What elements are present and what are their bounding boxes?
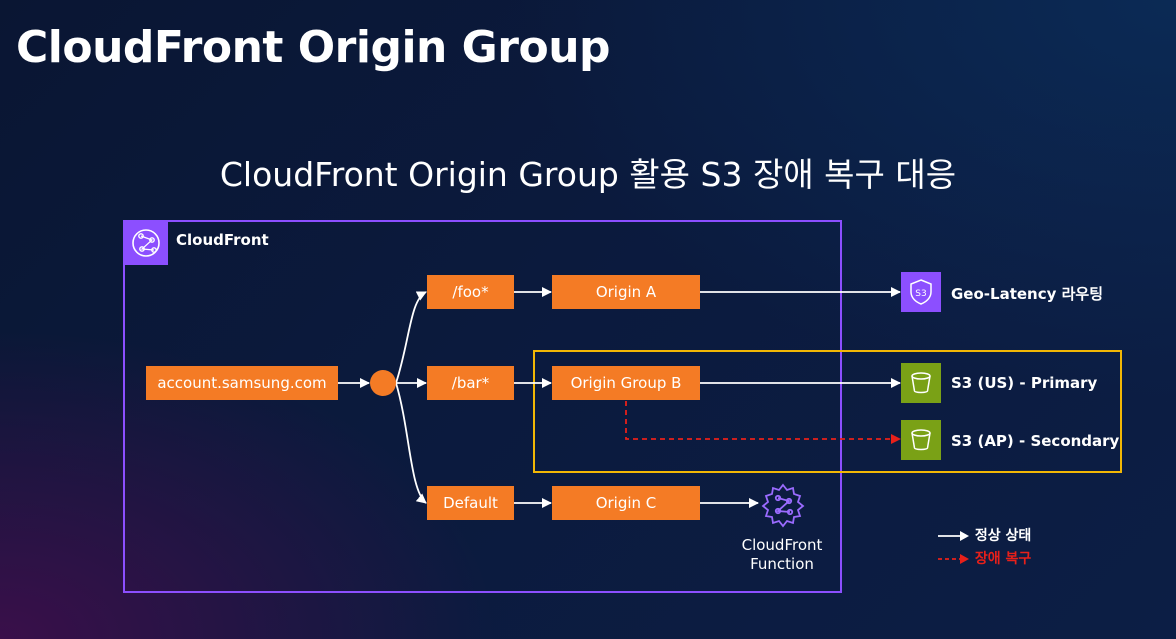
legend-failover-label: 장애 복구 [974, 551, 1032, 567]
svg-text:S3: S3 [915, 289, 926, 299]
s3-secondary-label: S3 (AP) - Secondary [951, 432, 1120, 450]
origin-c-node: Origin C [552, 486, 700, 520]
function-label-line1: CloudFront [741, 536, 823, 554]
s3-bucket-icon [901, 363, 941, 403]
domain-node: account.samsung.com [146, 366, 338, 400]
s3-bucket-icon [901, 420, 941, 460]
page-subtitle: CloudFront Origin Group 활용 S3 장애 복구 대응 [219, 155, 957, 194]
cloudfront-function-icon [760, 482, 806, 528]
legend-normal-label: 정상 상태 [974, 528, 1032, 544]
cloudfront-container [123, 220, 842, 593]
s3-route53-icon: S3 [901, 272, 941, 312]
cloudfront-function-label: CloudFront Function [732, 536, 832, 574]
solid-arrow-icon [938, 531, 969, 541]
origin-group-frame [533, 350, 1122, 473]
origin-group-b-node: Origin Group B [552, 366, 700, 400]
dashed-arrow-icon [938, 554, 969, 564]
function-label-line2: Function [750, 555, 814, 573]
legend-normal: 정상 상태 [938, 525, 1031, 545]
geo-latency-label: Geo-Latency 라우팅 [951, 285, 1104, 303]
legend-failover: 장애 복구 [938, 548, 1031, 568]
origin-a-node: Origin A [552, 275, 700, 309]
s3-primary-label: S3 (US) - Primary [951, 374, 1098, 392]
path-default-node: Default [427, 486, 514, 520]
cloudfront-icon [124, 221, 168, 265]
page-title: CloudFront Origin Group [16, 22, 611, 73]
cloudfront-label: CloudFront [176, 231, 269, 249]
router-node [370, 370, 396, 396]
path-foo-node: /foo* [427, 275, 514, 309]
path-bar-node: /bar* [427, 366, 514, 400]
